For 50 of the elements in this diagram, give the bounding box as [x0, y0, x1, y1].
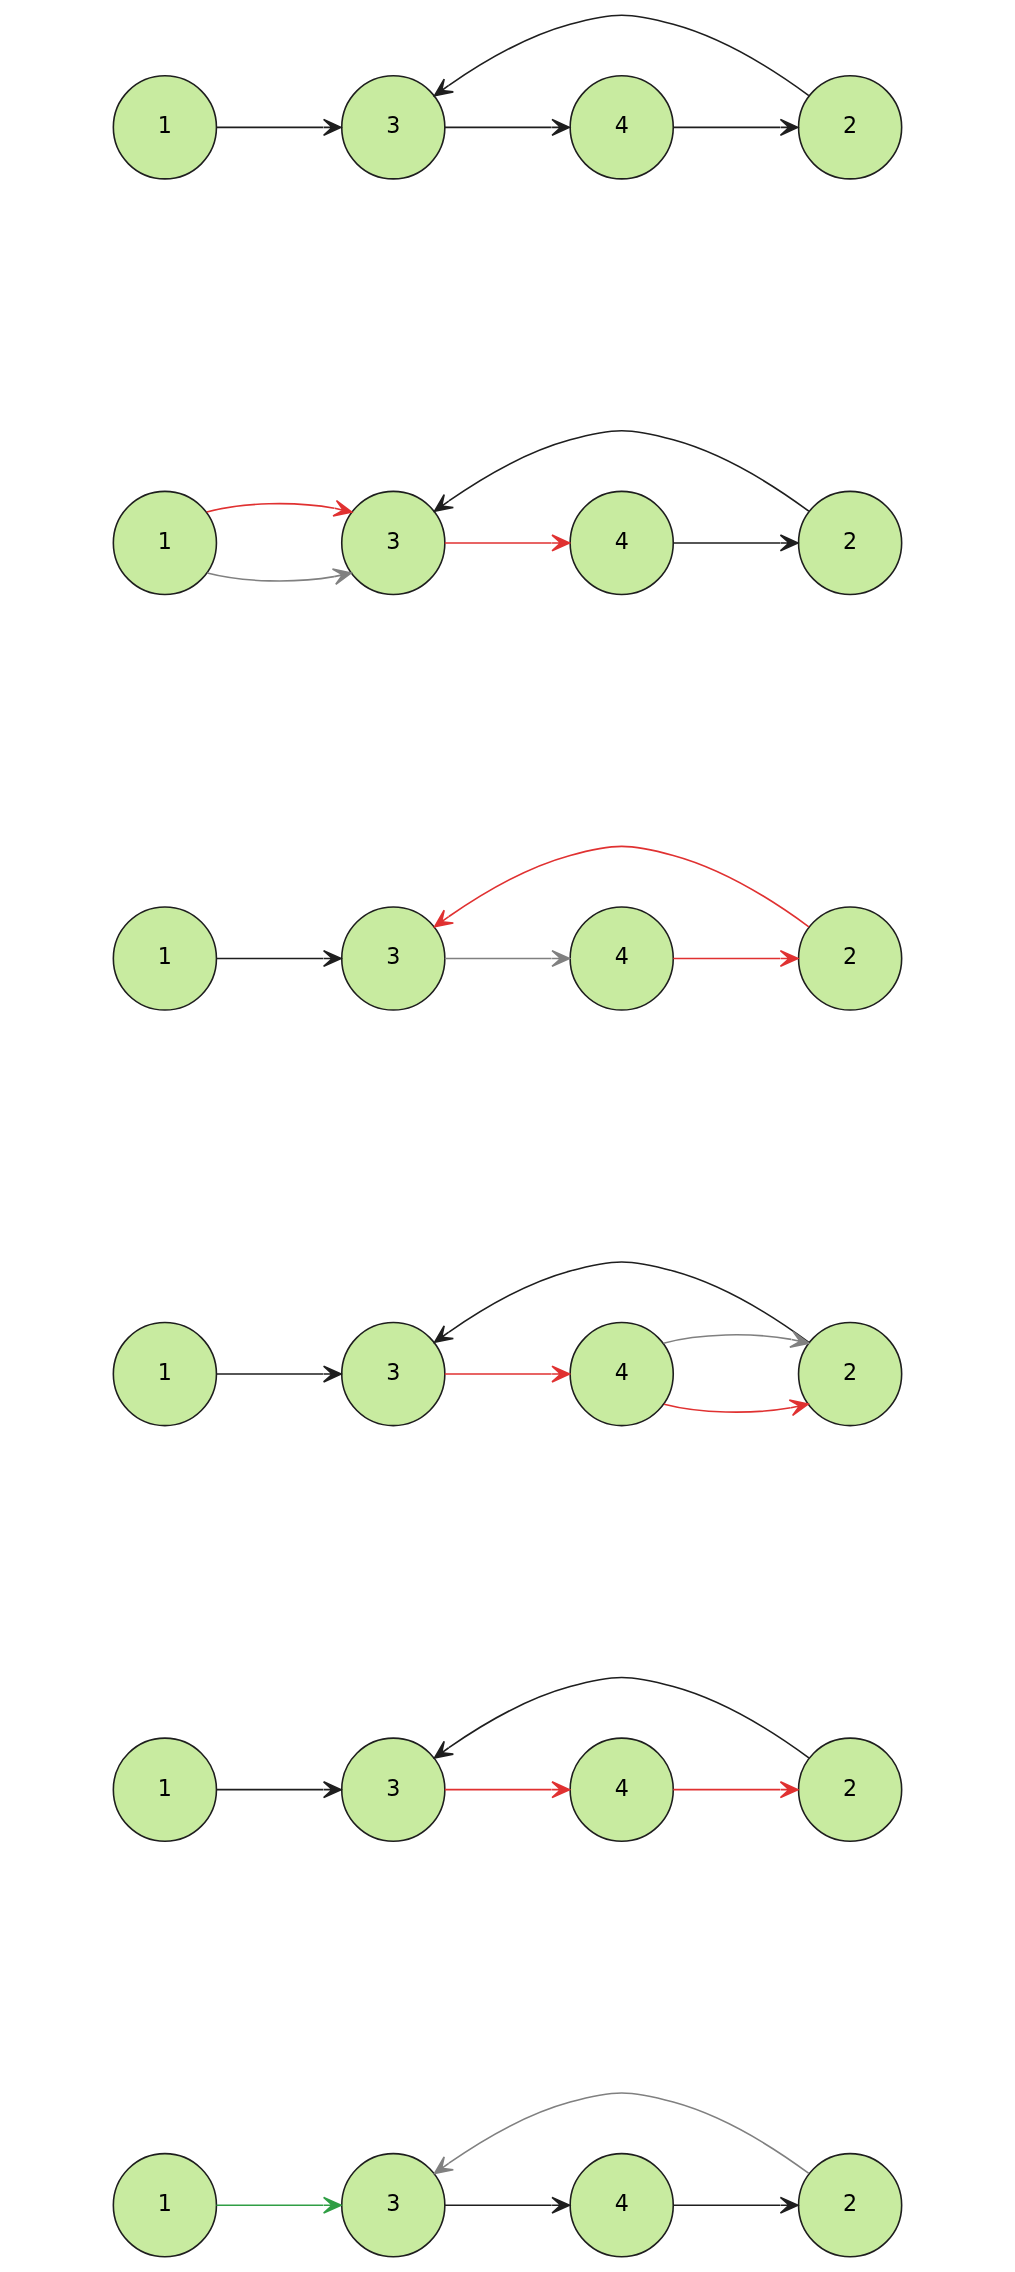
node-circle: 1	[112, 906, 218, 1011]
node-circle: 1	[112, 75, 218, 180]
node-circle: 4	[569, 2152, 675, 2258]
arrow	[444, 534, 571, 552]
arrow	[215, 2196, 342, 2214]
node-circle: 2	[797, 1321, 903, 1427]
node-circle: 2	[797, 1737, 903, 1842]
arrow	[672, 534, 799, 552]
node-circle: 1	[112, 490, 218, 596]
arrow	[663, 1399, 809, 1417]
node-circle: 1	[112, 1321, 218, 1427]
node-circle: 3	[340, 75, 446, 180]
node-circle: 1	[112, 1737, 218, 1842]
arrow	[444, 118, 571, 136]
node-circle: 3	[340, 1321, 446, 1427]
arrow	[433, 1676, 810, 1759]
node-circle: 1	[112, 2152, 218, 2258]
node-circle: 3	[340, 906, 446, 1011]
arrow	[672, 1781, 799, 1799]
node-circle: 3	[340, 2152, 446, 2258]
arrow	[215, 949, 342, 968]
arrow	[206, 568, 353, 586]
node-circle: 4	[569, 1321, 675, 1427]
node-circle: 2	[797, 2152, 903, 2258]
node-circle: 4	[569, 1737, 675, 1842]
node-circle: 4	[569, 490, 675, 596]
node-circle: 3	[340, 1737, 446, 1842]
node-circle: 4	[569, 906, 675, 1011]
arrow	[444, 1781, 571, 1799]
arrow	[444, 2196, 571, 2214]
arrow	[215, 118, 342, 136]
arrow	[205, 499, 353, 517]
arrow	[433, 1261, 810, 1344]
node-circle: 2	[797, 906, 903, 1011]
arrow	[672, 118, 799, 136]
node-circle: 3	[340, 490, 446, 596]
arrow	[433, 430, 810, 512]
arrow	[215, 1781, 342, 1799]
node-circle: 2	[797, 75, 903, 180]
node-circle: 2	[797, 490, 903, 596]
arrow	[662, 1331, 810, 1348]
arrow	[444, 949, 571, 968]
arrow	[444, 1365, 571, 1383]
arrow	[433, 14, 810, 97]
arrow	[433, 2092, 810, 2175]
arrow	[433, 845, 810, 928]
arrow	[215, 1365, 342, 1383]
arrow	[672, 949, 799, 968]
node-circle: 4	[569, 75, 675, 180]
arrow	[672, 2196, 799, 2214]
